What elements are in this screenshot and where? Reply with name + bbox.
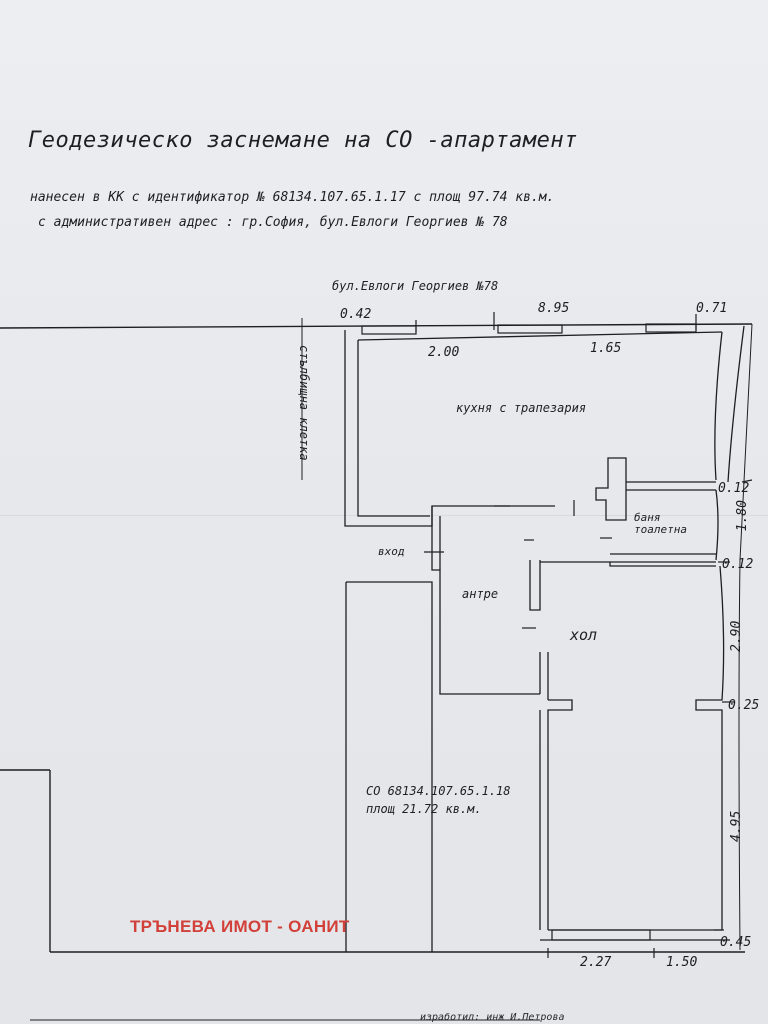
column-pillar [595,457,627,521]
dim-top-total: 8.95 [538,301,569,316]
dim-right-wall-2: 0.12 [722,557,753,572]
bath-right-wall [715,489,719,561]
antre-partition [529,560,541,611]
room-bath-label-1: баня [634,511,661,524]
windows [361,323,697,941]
watermark: ТРЪНЕВА ИМОТ - ОАНИТ [130,917,350,936]
kitchen-right-outer [727,325,745,483]
subtitle-identifier: нанесен в КК с идентификатор № 68134.107… [30,190,555,205]
kitchen-wall-inner [357,340,430,517]
living-left-wall-inner [547,699,573,930]
door-marks [415,312,753,958]
stairwell-label: стълбищна клетка [297,345,311,461]
room-entrance-label: вход [378,545,405,558]
dim-right-wall-3: 0.25 [728,698,759,713]
apartment-walls [344,325,745,952]
living-top-wall [540,561,716,567]
dim-right-living: 4.95 [729,811,744,842]
dim-right-bottom: 0.45 [720,935,751,950]
living-partition [539,652,549,700]
bath-top-wall [626,481,716,491]
dim-bottom-right: 1.50 [666,955,697,970]
street-label: бул.Евлоги Георгиев №78 [332,279,498,293]
window-living-bottom [551,929,651,941]
dim-right-hall: 2.90 [729,621,744,652]
dim-tick-4 [741,479,753,483]
dim-top-right-offset: 0.71 [696,301,727,316]
room-bath-label-2: тоалетна [634,523,687,536]
kitchen-top-inner [357,331,723,341]
plan-lines [0,318,753,953]
window-kitchen-middle [497,324,563,334]
living-right-wall [695,565,725,930]
dim-top-left-offset: 0.42 [340,307,371,322]
room-antre-label: антре [462,587,498,601]
neighbor-unit-id: СО 68134.107.65.1.18 [366,784,511,798]
dim-bottom-left: 2.27 [580,955,611,970]
kitchen-right-inner [714,331,723,481]
dim-window-left: 2.00 [428,345,459,360]
subtitle-address: с административен адрес : гр.София, бул.… [38,215,508,230]
dim-right-wall-1: 0.12 [718,481,749,496]
room-kitchen-label: кухня с трапезария [456,401,586,415]
room-living-label: хол [569,626,597,644]
neighbor-unit-walls [346,581,433,952]
neighbor-unit-area: площ 21.72 кв.м. [366,802,482,816]
window-kitchen-left [361,325,417,335]
bath-bottom-wall [610,553,716,563]
right-boundary-line [738,323,753,951]
document-title: Геодезическо заснемане на СО -апартамент [28,128,578,153]
dim-right-bath: 1.80 [735,500,750,531]
footer-author: изработил: инж И.Петрова [420,1012,565,1023]
dim-window-right: 1.65 [590,341,621,356]
